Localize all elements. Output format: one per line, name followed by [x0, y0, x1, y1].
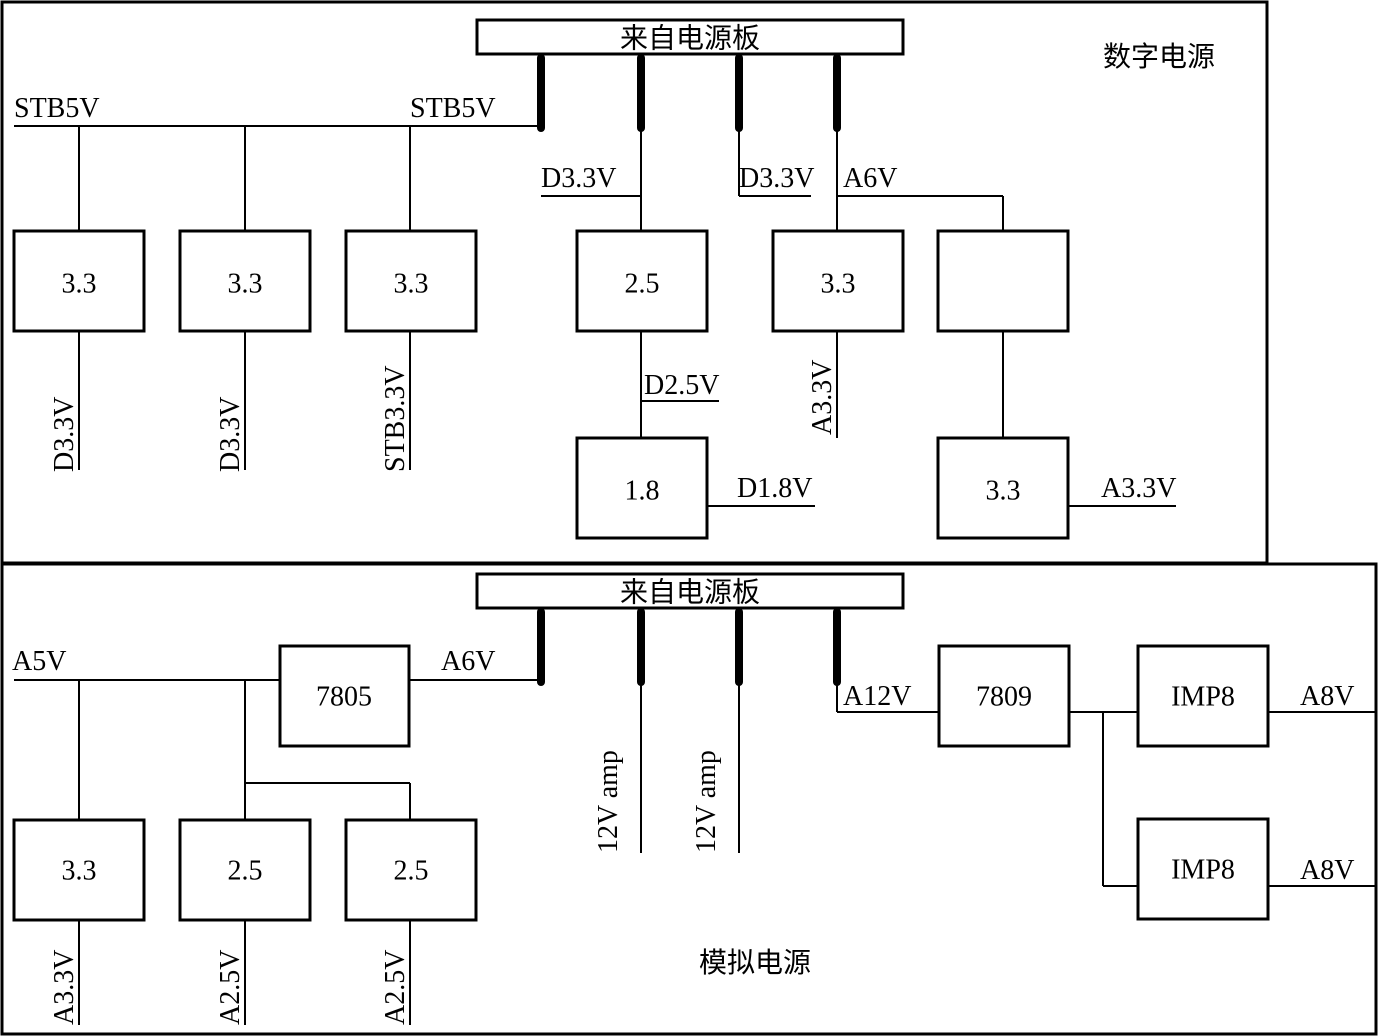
regulator-box	[936, 436, 1070, 540]
a6v-in-label: A6V	[843, 163, 897, 194]
regulator-box	[178, 229, 312, 333]
stb5v-label-left: STB5V	[14, 93, 100, 124]
d25v-label: D2.5V	[644, 370, 719, 401]
output-label: STB3.3V	[380, 365, 411, 472]
regulator-7805	[278, 644, 411, 748]
regulator-value: 3.3	[821, 269, 856, 300]
regulator-value: 1.8	[625, 476, 660, 507]
regulator-value: 2.5	[228, 856, 263, 887]
amp-label: 12V amp	[593, 750, 624, 853]
regulator-box	[12, 818, 146, 922]
a33v-out-label: A3.3V	[1101, 473, 1176, 504]
analog-power-title: 模拟电源	[699, 946, 811, 979]
regulator-box	[575, 436, 709, 540]
d33v-in-label-b: D3.3V	[739, 163, 814, 194]
analog-source-label: 来自电源板	[620, 576, 760, 609]
a12v-label: A12V	[843, 681, 911, 712]
regulator-value: 3.3	[62, 856, 97, 887]
regulator-7809	[937, 644, 1071, 748]
imp8-box-bottom	[1136, 817, 1270, 921]
regulator-value: 3.3	[986, 476, 1021, 507]
regulator-value: 3.3	[228, 269, 263, 300]
a5v-label: A5V	[12, 646, 66, 677]
regulator-box	[178, 818, 312, 922]
a8v-label: A8V	[1300, 855, 1354, 886]
regulator-value: 7805	[316, 682, 372, 713]
digital-source-bar	[475, 18, 905, 56]
amp-label: 12V amp	[691, 750, 722, 853]
imp8-label: IMP8	[1171, 855, 1235, 886]
analog-source-bar	[475, 572, 905, 610]
analog-power-frame	[0, 562, 1378, 1036]
digital-power-title: 数字电源	[1103, 40, 1215, 73]
digital-source-label: 来自电源板	[620, 22, 760, 55]
regulator-box	[771, 229, 905, 333]
imp8-box-top	[1136, 644, 1270, 748]
regulator-value: 2.5	[625, 269, 660, 300]
regulator-box	[344, 818, 478, 922]
regulator-value: 2.5	[394, 856, 429, 887]
output-label: A3.3V	[807, 360, 838, 435]
output-label: D3.3V	[215, 397, 246, 472]
output-label: A2.5V	[380, 950, 411, 1025]
stb5v-label-right: STB5V	[410, 93, 496, 124]
regulator-value: 3.3	[62, 269, 97, 300]
a8v-label: A8V	[1300, 681, 1354, 712]
imp8-label: IMP8	[1171, 682, 1235, 713]
d18v-label: D1.8V	[737, 473, 812, 504]
output-label: A3.3V	[49, 950, 80, 1025]
regulator-box-unlabeled	[936, 229, 1070, 333]
a6v-label: A6V	[441, 646, 495, 677]
d33v-in-label-a: D3.3V	[541, 163, 616, 194]
regulator-value: 7809	[976, 682, 1032, 713]
output-label: A2.5V	[215, 950, 246, 1025]
output-label: D3.3V	[49, 397, 80, 472]
regulator-value: 3.3	[394, 269, 429, 300]
